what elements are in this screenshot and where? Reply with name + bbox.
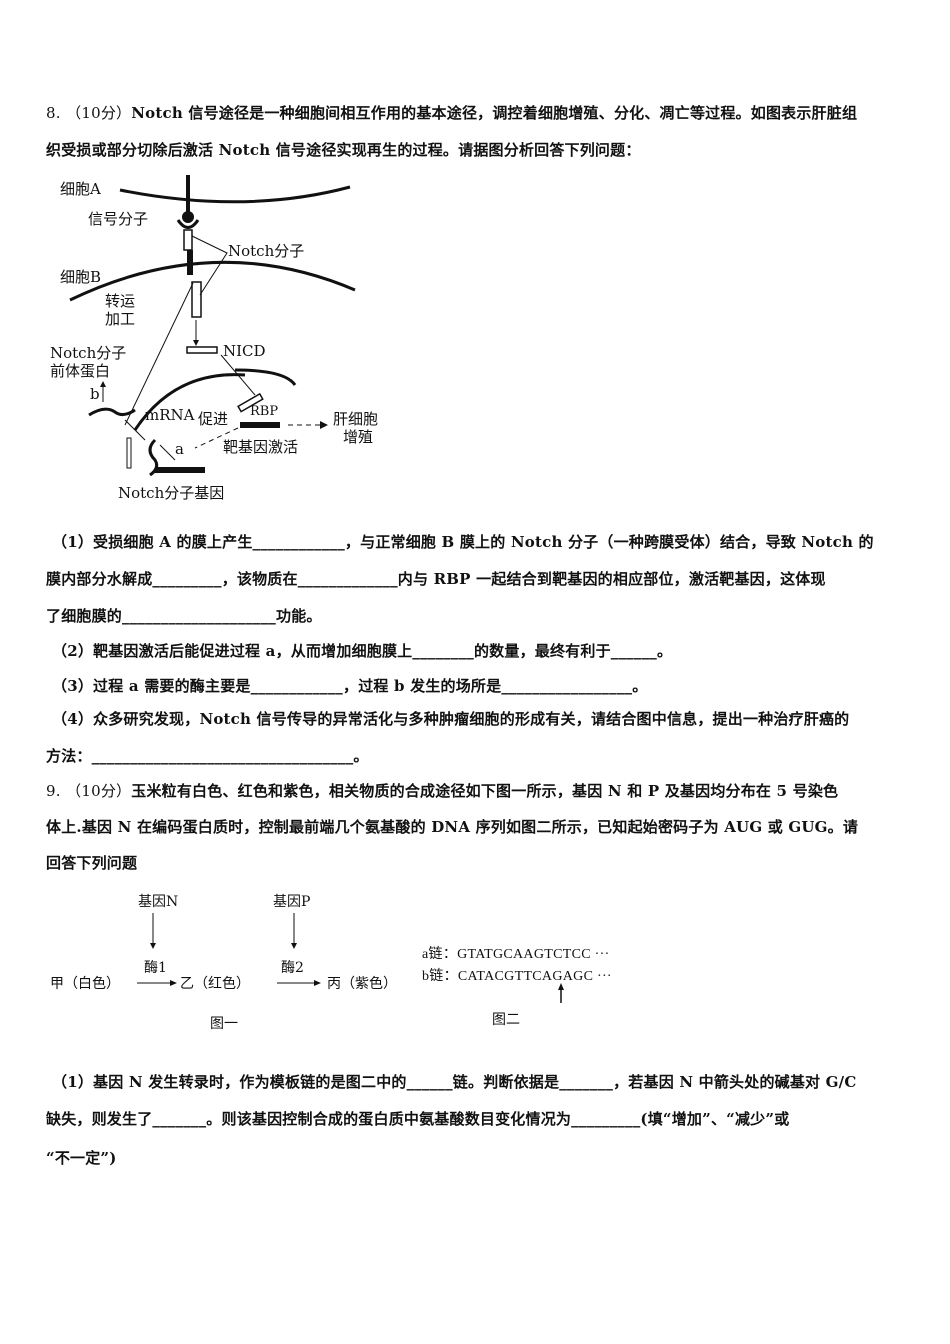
label-enzyme-1: 酶1 — [144, 960, 167, 976]
q8-line-1: 8. （10分）Notch 信号途径是一种细胞间相互作用的基本途径，调控着细胞增… — [46, 102, 857, 123]
label-liver-1: 肝细胞 — [333, 410, 379, 428]
strand-b-label: b链： — [422, 969, 458, 984]
label-processing: 加工 — [105, 310, 136, 328]
q9-line-1: 9. （10分）玉米粒有白色、红色和紫色，相关物质的合成途径如下图一所示，基因 … — [46, 780, 838, 801]
label-precursor-1: Notch分子 — [50, 344, 127, 362]
notch-pathway-figure: 细胞A 信号分子 Notch分子 细胞B 转运 加工 NICD Notch分子 … — [45, 170, 405, 510]
label-transport: 转运 — [105, 292, 136, 310]
q9-stem-3: 回答下列问题 — [46, 854, 138, 872]
label-gene-p: 基因P — [273, 894, 311, 910]
label-nicd: NICD — [223, 342, 266, 360]
q9-sub-1: （1）基因 N 发生转录时，作为模板链的是图二中的______链。判断依据是__… — [52, 1073, 857, 1091]
figure-2-caption: 图二 — [492, 1012, 520, 1028]
label-precursor-2: 前体蛋白 — [50, 362, 111, 380]
q8-sub-4: （4）众多研究发现，Notch 信号传导的异常活化与多种肿瘤细胞的形成有关，请结… — [52, 710, 850, 728]
q9-sub-1c: “不一定”) — [46, 1149, 117, 1167]
q8-sub-1: （1）受损细胞 A 的膜上产生____________，与正常细胞 B 膜上的 … — [52, 533, 874, 551]
label-b: b — [90, 385, 100, 403]
label-rbp: RBP — [250, 404, 279, 419]
label-a: a — [175, 440, 184, 458]
notch-diagram-drawing — [69, 175, 356, 477]
q8-sub-1b: 膜内部分水解成_________，该物质在_____________内与 RBP… — [46, 570, 826, 588]
figure-1-caption: 图一 — [210, 1016, 238, 1032]
q8-sub-1c: 了细胞膜的____________________功能。 — [46, 607, 322, 625]
q9-score: （10分） — [66, 782, 132, 800]
q8-sub-2: （2）靶基因激活后能促进过程 a，从而增加细胞膜上________的数量，最终有… — [52, 642, 673, 660]
q9-number: 9. — [46, 782, 61, 800]
label-jia-white: 甲（白色） — [50, 976, 120, 992]
label-enzyme-2: 酶2 — [281, 960, 304, 976]
label-target-gene: 靶基因激活 — [223, 438, 299, 456]
strand-a-label: a链： — [422, 947, 458, 962]
q9-stem-1: 玉米粒有白色、红色和紫色，相关物质的合成途径如下图一所示，基因 N 和 P 及基… — [131, 782, 839, 800]
label-cell-b: 细胞B — [60, 268, 102, 286]
strand-a: a链：GTATGCAAGTCTCC ··· — [422, 943, 610, 963]
q8-number: 8. — [46, 104, 61, 122]
label-signal-molecule: 信号分子 — [88, 210, 149, 228]
strand-b: b链：CATACGTTCAGAGC ··· — [422, 965, 612, 985]
strand-b-sequence: CATACGTTCAGAGC ··· — [457, 969, 612, 984]
label-gene-n: 基因N — [138, 894, 179, 910]
label-notch-molecule: Notch分子 — [228, 242, 305, 260]
strand-a-sequence: GTATGCAAGTCTCC ··· — [457, 947, 610, 962]
q9-sub-1b: 缺失，则发生了_______。则该基因控制合成的蛋白质中氨基酸数目变化情况为__… — [46, 1110, 790, 1128]
pathway-arrows — [137, 913, 564, 1003]
label-cell-a: 细胞A — [60, 180, 101, 198]
q8-stem-2: 织受损或部分切除后激活 Notch 信号途径实现再生的过程。请据图分析回答下列问… — [46, 141, 641, 159]
label-notch-gene: Notch分子基因 — [118, 484, 225, 502]
label-mrna: mRNA — [145, 406, 195, 424]
q9-stem-2: 体上.基因 N 在编码蛋白质时，控制最前端几个氨基酸的 DNA 序列如图二所示，… — [46, 818, 859, 836]
q8-score: （10分） — [66, 104, 132, 122]
q8-sub-3: （3）过程 a 需要的酶主要是____________，过程 b 发生的场所是_… — [52, 677, 648, 695]
label-yi-red: 乙（红色） — [180, 976, 250, 992]
figure-1-and-2: 基因N 基因P 酶1 酶2 甲（白色） 乙（红色） 丙（紫色） 图一 a链：GT… — [40, 885, 640, 1035]
q8-sub-4b: 方法：__________________________________。 — [46, 747, 369, 765]
label-liver-2: 增殖 — [343, 428, 374, 446]
q8-stem-1: Notch 信号途径是一种细胞间相互作用的基本途径，调控着细胞增殖、分化、凋亡等… — [131, 104, 858, 122]
label-bing-purple: 丙（紫色） — [327, 976, 397, 992]
label-promote: 促进 — [198, 410, 229, 428]
